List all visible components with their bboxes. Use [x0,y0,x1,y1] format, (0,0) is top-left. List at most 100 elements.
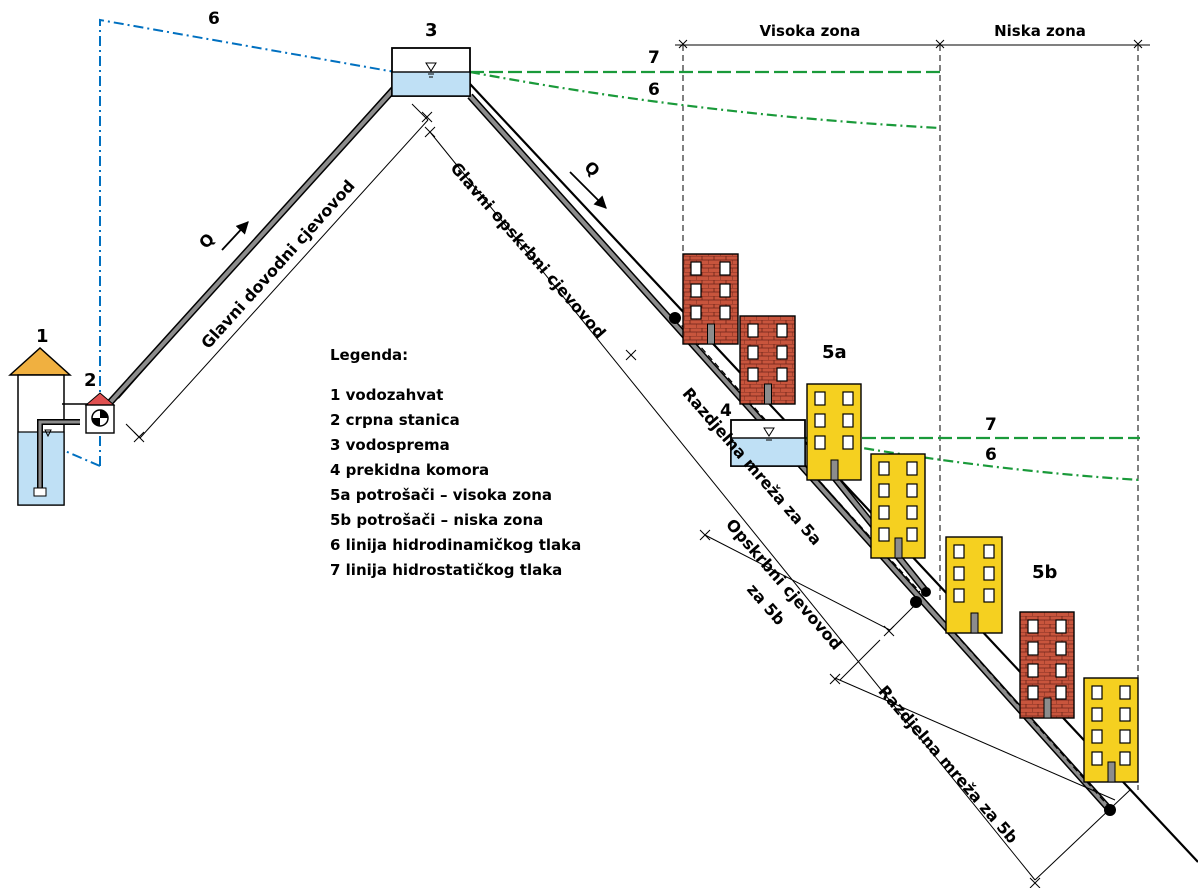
window [1027,641,1039,656]
flow-arrow-right [569,171,607,209]
dimension-lines [125,103,1131,888]
service-connection [970,612,979,634]
window [1055,641,1067,656]
node-point [921,587,931,597]
flow-arrow-left [221,221,249,251]
window [878,527,890,542]
window [953,544,965,559]
window [1027,619,1039,634]
legend-item: 7 linija hidrostatičkog tlaka [330,561,562,579]
legend-item: 4 prekidna komora [330,461,489,479]
intake-structure [8,346,80,506]
window [906,505,918,520]
window [719,305,731,320]
window [1091,685,1103,700]
line-6-low-label: 6 [985,445,997,465]
window [776,367,788,382]
service-connection [707,323,715,345]
window [1055,619,1067,634]
brick-building [1019,611,1075,719]
window [719,283,731,298]
line-7-low-label: 7 [985,415,997,435]
window [1119,751,1131,766]
legend-item: 5a potrošači – visoka zona [330,486,552,504]
node-point [910,596,922,608]
service-connection [764,383,772,405]
pump-number: 2 [84,370,97,391]
window [747,367,759,382]
yellow-building [1083,677,1139,783]
window [1027,685,1039,700]
window [1091,707,1103,722]
node-point [1104,804,1116,816]
window [1091,751,1103,766]
supply-main-label: Glavni dovodni cjevovod [197,176,358,352]
window [690,283,702,298]
window [1119,729,1131,744]
window [747,345,759,360]
window [776,345,788,360]
window [1119,707,1131,722]
yellow-building [806,383,862,481]
service-connection [830,459,839,481]
buildings-high-zone [682,253,926,559]
yellow-building [870,453,926,559]
terrain-line [117,82,1198,863]
window [983,588,995,603]
window [983,566,995,581]
legend-item: 2 crpna stanica [330,411,460,429]
buildings-low-zone [945,536,1139,783]
window [906,461,918,476]
pump-station [62,392,116,434]
window [690,305,702,320]
service-connection [1107,761,1116,783]
legend-item: 3 vodosprema [330,436,450,454]
hydrodynamic-line-left [99,18,396,466]
window [1055,663,1067,678]
window [1119,685,1131,700]
line-7-top-label: 7 [648,48,660,68]
window [878,483,890,498]
window [1055,685,1067,700]
window [747,323,759,338]
supply-pipe-5b [674,317,1111,809]
window [814,435,826,450]
window [842,435,854,450]
legend-item: 5b potrošači – niska zona [330,511,543,529]
net-5b-label: Razdjelna mreža za 5b [874,682,1021,848]
window [842,413,854,428]
consumers-low-number: 5b [1032,562,1058,583]
brick-building [739,315,796,405]
break-chamber-number: 4 [720,401,732,421]
window [1027,663,1039,678]
flow-q-left: Q [195,229,218,252]
service-connection [894,537,903,559]
legend: Legenda: 1 vodozahvat 2 crpna stanica 3 … [330,346,581,579]
window [1091,729,1103,744]
reservoir-number: 3 [425,20,438,41]
hydrodynamic-line-top [469,70,941,130]
window [690,261,702,276]
zone-dimensions [675,39,1150,790]
legend-title: Legenda: [330,346,408,364]
reservoir [391,47,471,97]
legend-item: 6 linija hidrodinamičkog tlaka [330,536,581,554]
window [878,505,890,520]
window [719,261,731,276]
intake-number: 1 [36,326,49,347]
line-6-top-label: 6 [648,80,660,100]
window [878,461,890,476]
window [906,483,918,498]
window [953,566,965,581]
window [776,323,788,338]
supply-5b-label-1: Opskrbni cjevovod [722,515,846,654]
consumers-high-number: 5a [822,342,847,363]
window [814,391,826,406]
yellow-building [945,536,1003,634]
window [842,391,854,406]
window [983,544,995,559]
window [953,588,965,603]
break-chamber [730,419,806,467]
service-connection [1043,697,1052,719]
